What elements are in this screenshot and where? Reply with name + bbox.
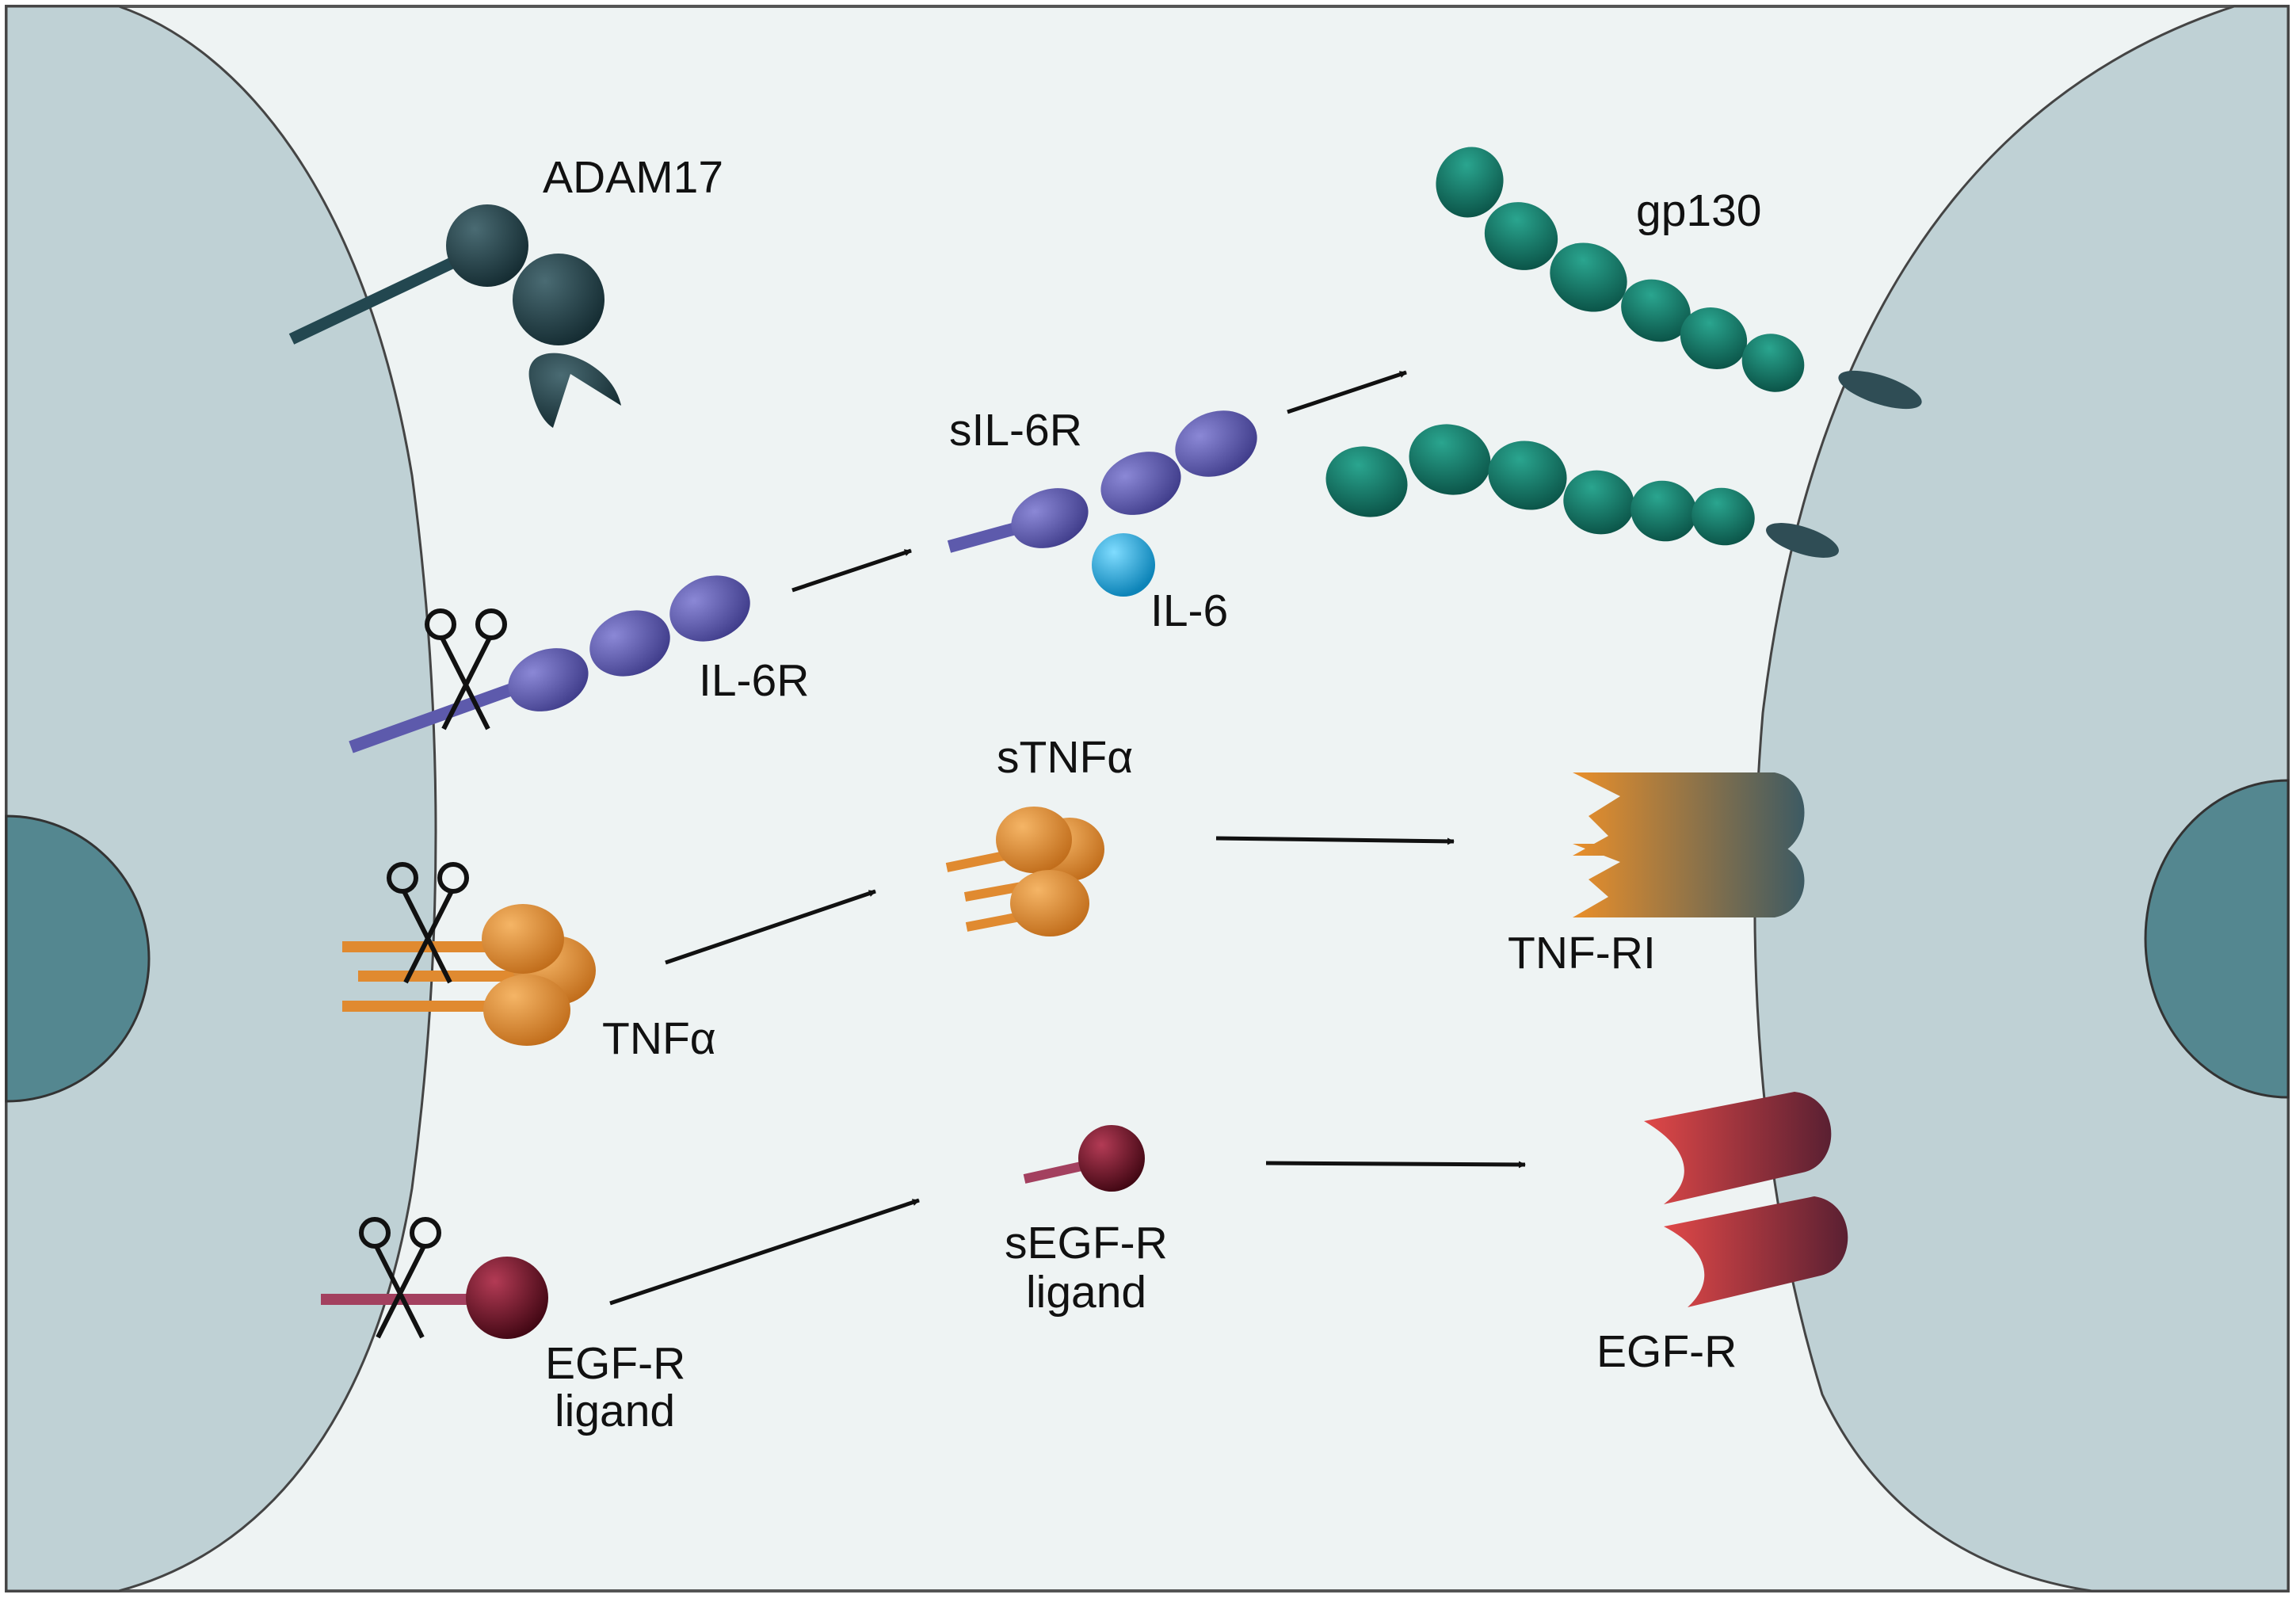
arrow-icon bbox=[1287, 370, 1407, 414]
egfr-receptor bbox=[1644, 1092, 1848, 1307]
adam17-protein bbox=[288, 204, 621, 428]
label-il6: IL-6 bbox=[1150, 585, 1228, 636]
label-adam17: ADAM17 bbox=[543, 152, 723, 203]
left-nucleus bbox=[5, 814, 151, 1103]
arrow-icon bbox=[665, 889, 876, 965]
left-cell bbox=[5, 5, 437, 1592]
label-segfr-ligand-line2: ligand bbox=[1026, 1267, 1146, 1318]
sil6r-complex bbox=[947, 410, 1257, 597]
arrow-icon bbox=[791, 548, 912, 593]
label-gp130: gp130 bbox=[1636, 185, 1762, 236]
arrow-icon bbox=[1215, 836, 1455, 845]
arrow-icon bbox=[609, 1198, 920, 1306]
label-sil6r: sIL-6R bbox=[949, 405, 1082, 456]
il6-ball bbox=[1092, 533, 1155, 597]
label-egfr: EGF-R bbox=[1596, 1326, 1737, 1377]
segfr-ligand bbox=[1023, 1125, 1145, 1192]
label-stnfa: sTNFα bbox=[997, 732, 1133, 783]
gp130-upper bbox=[1436, 147, 1922, 410]
stnfa-trimer bbox=[945, 807, 1104, 936]
gp130-lower bbox=[1325, 424, 1839, 558]
label-egfr-ligand-line2: ligand bbox=[555, 1386, 675, 1436]
arrow-icon bbox=[1265, 1161, 1526, 1169]
label-tnfa: TNFα bbox=[602, 1013, 716, 1064]
tnfri-receptor bbox=[1573, 772, 1805, 917]
tnfa-protein bbox=[342, 904, 596, 1046]
label-egfr-ligand-line1: EGF-R bbox=[545, 1338, 685, 1389]
il6r-protein bbox=[349, 575, 750, 753]
label-tnfri: TNF-RI bbox=[1508, 928, 1656, 978]
right-nucleus bbox=[2144, 779, 2290, 1099]
label-segfr-ligand-line1: sEGF-R bbox=[1005, 1218, 1168, 1268]
label-il6r: IL-6R bbox=[699, 655, 809, 706]
